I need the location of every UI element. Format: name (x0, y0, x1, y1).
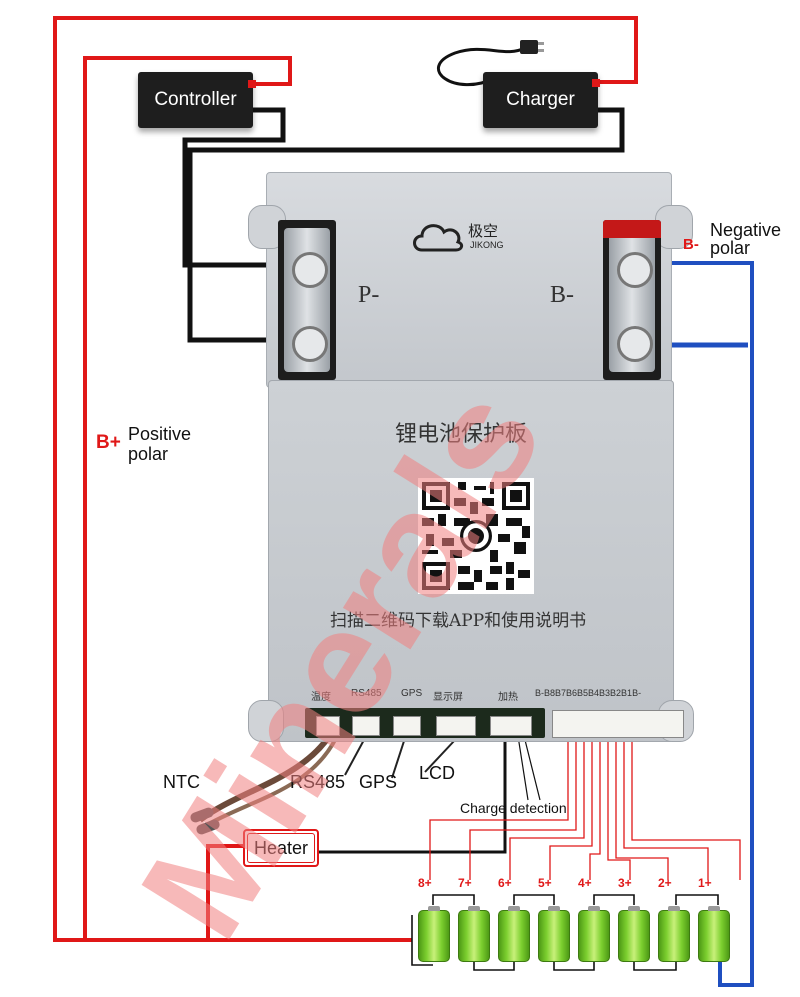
port-label-temp: 温度 (311, 692, 331, 703)
black-wire-heater (312, 738, 507, 854)
heater-box: Heater (243, 829, 319, 867)
black-wire-charger (187, 107, 625, 343)
controller-box: Controller (138, 72, 253, 128)
negative-mark: B- (683, 236, 699, 253)
balance-header-label: B-B8B7B6B5B4B3B2B1B- (535, 688, 642, 698)
qr-code (418, 478, 534, 594)
charger-box: Charger (483, 72, 598, 128)
charge-detection-label: Charge detection (460, 800, 567, 816)
cloud-icon (413, 224, 464, 252)
battery-cell (458, 906, 490, 962)
p-minus-bolt-2 (292, 326, 328, 362)
negative-label-1: Negative (710, 220, 782, 240)
port-label-gps: GPS (401, 688, 423, 699)
lcd-connector (436, 716, 476, 736)
ntc-cable (198, 733, 333, 823)
qr-code-icon (422, 482, 530, 590)
scan-instruction: 扫描二维码下载APP和使用说明书 (330, 611, 587, 631)
port-label-rs485: RS485 (351, 688, 382, 699)
ntc-connector (316, 716, 340, 736)
negative-label-2: polar (710, 238, 751, 258)
charger-label: Charger (506, 89, 575, 110)
p-minus-bolt-1 (292, 252, 328, 288)
cell-label: 4+ (578, 876, 592, 890)
port-label-display: 显示屏 (433, 692, 463, 703)
battery-cell (538, 906, 570, 962)
cell-label: 1+ (698, 876, 712, 890)
positive-label-2: polar (128, 444, 169, 464)
p-minus-label: P- (358, 282, 380, 308)
p-minus-terminal (278, 220, 336, 380)
lcd-label: LCD (419, 763, 456, 783)
heater-label: Heater (253, 837, 309, 858)
jikong-logo: 极空 JIKONG (412, 218, 522, 258)
blue-wire-negative (630, 261, 754, 987)
battery-cell (658, 906, 690, 962)
black-wire-controller (182, 107, 300, 268)
cell-label: 5+ (538, 876, 552, 890)
cell-label: 7+ (458, 876, 472, 890)
red-wire-heater (206, 844, 246, 940)
cell-label: 3+ (618, 876, 632, 890)
battery-cell (498, 906, 530, 962)
positive-mark: B+ (96, 432, 121, 453)
plug-icon (437, 40, 544, 87)
cell-label: 8+ (418, 876, 432, 890)
rs485-label: RS485 (290, 772, 346, 792)
battery-cell (698, 906, 730, 962)
battery-pack: 8+ 7+ 6+ 5+ 4+ 3+ 2+ 1+ (400, 876, 760, 976)
b-minus-board-label: B- (550, 282, 574, 308)
positive-label-1: Positive (128, 424, 192, 444)
gps-connector (393, 716, 421, 736)
charger-terminal (592, 79, 600, 87)
heat-connector (490, 716, 532, 736)
cell-label: 6+ (498, 876, 512, 890)
mount-tab-left-bottom (248, 700, 284, 742)
red-wire-controller (83, 56, 292, 940)
mount-tab-right-top (655, 205, 693, 249)
port-label-heat: 加热 (498, 692, 518, 703)
battery-cell (418, 906, 450, 962)
controller-terminal (248, 80, 256, 88)
board-title: 锂电池保护板 (395, 422, 528, 447)
cell-label: 2+ (658, 876, 672, 890)
battery-cell (578, 906, 610, 962)
b-minus-bolt-2 (617, 326, 653, 362)
balance-wires (429, 740, 741, 880)
rs485-connector (352, 716, 380, 736)
balance-connector (552, 710, 684, 738)
b-minus-bolt-1 (617, 252, 653, 288)
gps-label: GPS (359, 772, 398, 792)
port-label-row: 温度 RS485 GPS 显示屏 加热 B-B8B7B6B5B4B3B2B1B- (305, 688, 685, 704)
controller-label: Controller (154, 89, 237, 110)
red-wire-charger (53, 16, 638, 942)
ntc-label: NTC (163, 772, 200, 792)
b-minus-terminal (603, 220, 661, 380)
battery-cell (618, 906, 650, 962)
logo-cn-text: 极空 (468, 222, 499, 240)
logo-en-text: JIKONG (470, 240, 504, 250)
